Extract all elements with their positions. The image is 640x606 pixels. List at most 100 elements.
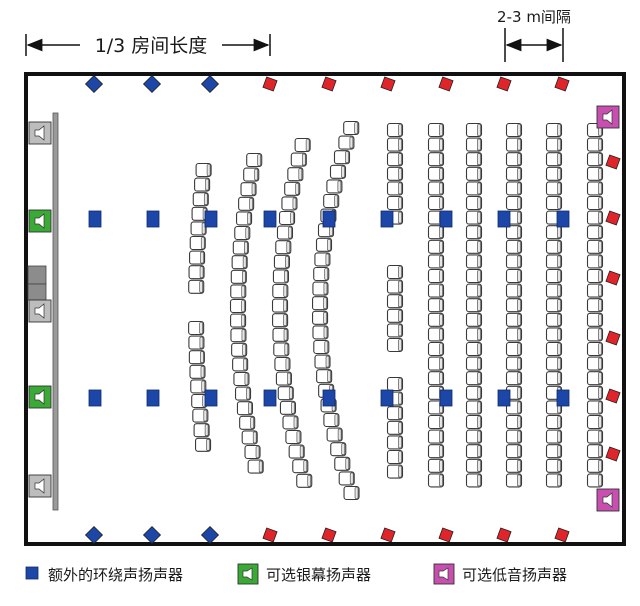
seat xyxy=(427,268,445,284)
seat xyxy=(315,237,333,252)
seat xyxy=(427,429,445,444)
surround-speaker-icon xyxy=(496,76,512,92)
seat xyxy=(190,221,207,236)
extra-surround-speaker-icon xyxy=(322,210,336,228)
seat xyxy=(326,427,343,442)
seat xyxy=(386,323,404,338)
surround-speaker-icon xyxy=(142,525,162,545)
surround-speaker-icon xyxy=(321,527,337,543)
seat xyxy=(427,254,445,269)
seat xyxy=(545,239,563,254)
seat xyxy=(276,225,294,240)
seat xyxy=(465,327,483,342)
seat xyxy=(287,167,304,182)
seat xyxy=(586,225,604,240)
seat xyxy=(586,400,604,415)
seat xyxy=(545,254,563,269)
seat xyxy=(386,464,404,479)
seat xyxy=(313,339,330,355)
seat xyxy=(505,166,523,181)
surround-speaker-icon xyxy=(554,76,570,92)
seat xyxy=(586,414,604,430)
surround-speaker-icon xyxy=(262,76,278,92)
seat xyxy=(545,341,563,357)
seat xyxy=(427,225,445,240)
extra-surround-speaker-icon xyxy=(439,210,453,228)
seat xyxy=(586,341,604,357)
seat xyxy=(545,458,563,473)
extra-surround-speaker-icon xyxy=(88,210,102,228)
seat xyxy=(235,211,253,226)
seat xyxy=(545,473,563,488)
seat xyxy=(545,166,563,181)
seat xyxy=(271,298,289,313)
seat xyxy=(195,162,212,178)
seat xyxy=(312,325,329,340)
surround-speaker-icon xyxy=(84,525,104,545)
seat xyxy=(278,210,296,226)
seat xyxy=(232,240,249,255)
seat xyxy=(465,254,483,269)
spacing-label: 2-3 m间隔 xyxy=(497,8,571,26)
surround-speaker-icon xyxy=(496,527,512,543)
surround-speaker-icon xyxy=(605,154,621,170)
seat xyxy=(427,239,445,254)
seat xyxy=(386,181,404,196)
seat xyxy=(329,164,347,179)
seating-area xyxy=(188,120,604,501)
seat xyxy=(194,177,211,192)
seat xyxy=(465,312,483,327)
seat xyxy=(285,429,302,445)
seat xyxy=(272,327,289,342)
room-length-dimension: 1/3 房间长度 xyxy=(25,34,271,57)
blue-square-speaker-icon xyxy=(25,566,39,580)
surround-speaker-icon xyxy=(380,527,396,543)
surround-speaker-icon xyxy=(200,525,220,545)
seat xyxy=(545,414,563,430)
seat xyxy=(323,193,340,209)
seat xyxy=(465,298,483,313)
surround-speaker-icon xyxy=(438,527,454,543)
seat xyxy=(586,268,604,284)
seat xyxy=(338,135,355,150)
seat xyxy=(189,364,206,379)
extra-surround-speaker-icon xyxy=(556,210,570,228)
seat xyxy=(274,356,291,372)
seat xyxy=(427,152,445,167)
seat xyxy=(586,429,604,444)
seat xyxy=(232,357,249,372)
seat xyxy=(427,122,445,138)
seat xyxy=(465,210,483,225)
extra-surround-speaker-icon xyxy=(380,210,394,228)
seat xyxy=(272,313,289,328)
seat xyxy=(188,265,205,280)
seat xyxy=(465,181,483,196)
seat xyxy=(316,369,333,384)
seat xyxy=(314,354,331,369)
seat xyxy=(229,298,247,314)
extra-surround-speaker-icon xyxy=(322,389,336,407)
surround-speaker-icon xyxy=(380,76,396,92)
seat xyxy=(465,195,483,211)
seat xyxy=(427,458,445,473)
seat xyxy=(272,269,289,284)
seat xyxy=(386,435,404,450)
seat xyxy=(465,458,483,473)
screen-speaker-icon xyxy=(28,474,52,498)
seat xyxy=(333,150,351,165)
seat xyxy=(241,430,258,445)
seat xyxy=(233,371,250,387)
seat xyxy=(505,239,523,254)
seat xyxy=(545,371,563,386)
seat xyxy=(386,137,404,152)
seat xyxy=(505,341,523,357)
surround-speaker-icon xyxy=(554,527,570,543)
seat xyxy=(505,225,523,240)
screen xyxy=(52,112,59,511)
seat xyxy=(240,182,257,197)
green-screen-speaker-icon xyxy=(237,563,259,585)
seat xyxy=(586,444,604,459)
seat xyxy=(505,122,523,138)
optional-subwoofer-icon xyxy=(596,488,620,512)
extra-surround-speaker-icon xyxy=(204,210,218,228)
